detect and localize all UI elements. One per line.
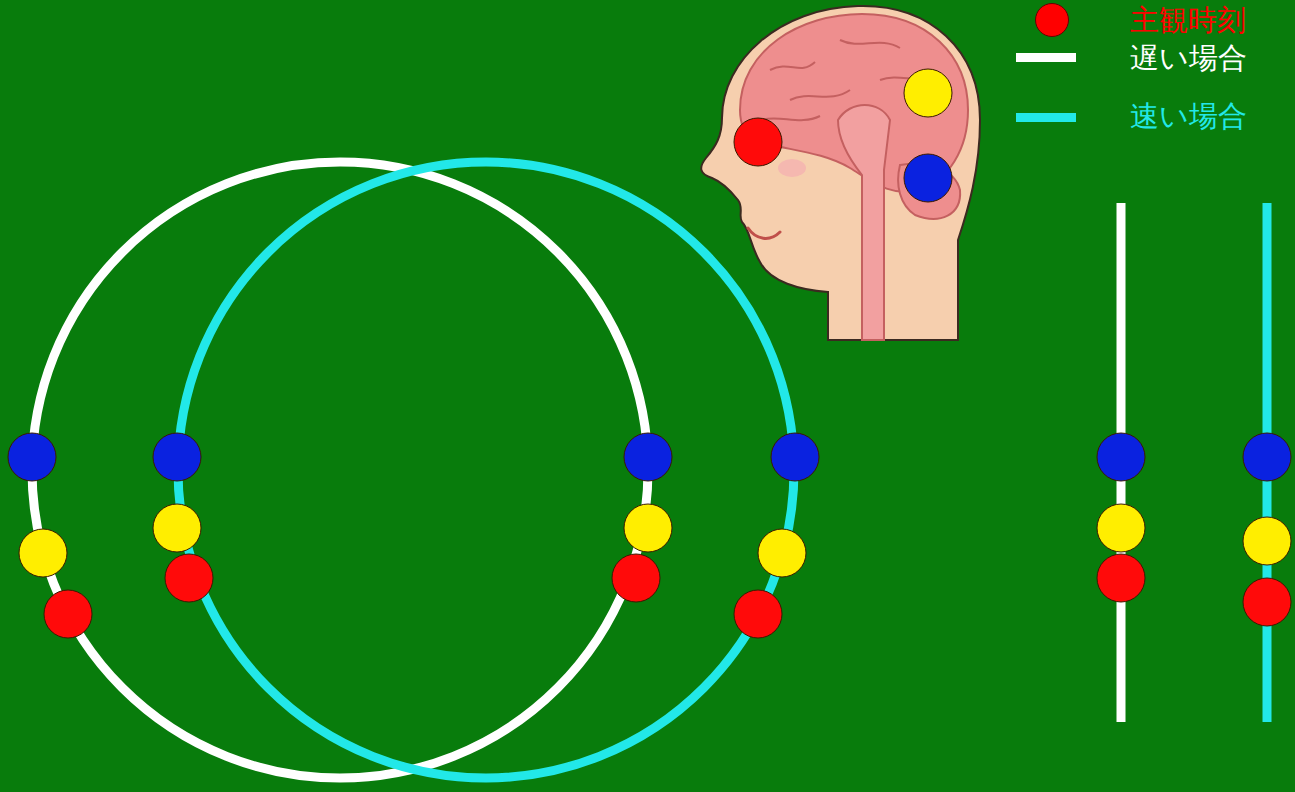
fast-cycle <box>178 162 794 778</box>
legend-line-sample <box>1016 113 1076 122</box>
legend-text: 遅い場合 <box>1130 41 1247 75</box>
legend-text: 主観時刻 <box>1130 3 1246 37</box>
legend-swatch <box>1035 3 1069 37</box>
head-illustration <box>701 6 980 340</box>
line-dots <box>1097 433 1291 626</box>
slow-cycle <box>32 162 648 778</box>
cycle-dots <box>8 433 819 638</box>
legend-line-sample <box>1016 53 1076 62</box>
legend-text: 速い場合 <box>1130 99 1247 133</box>
